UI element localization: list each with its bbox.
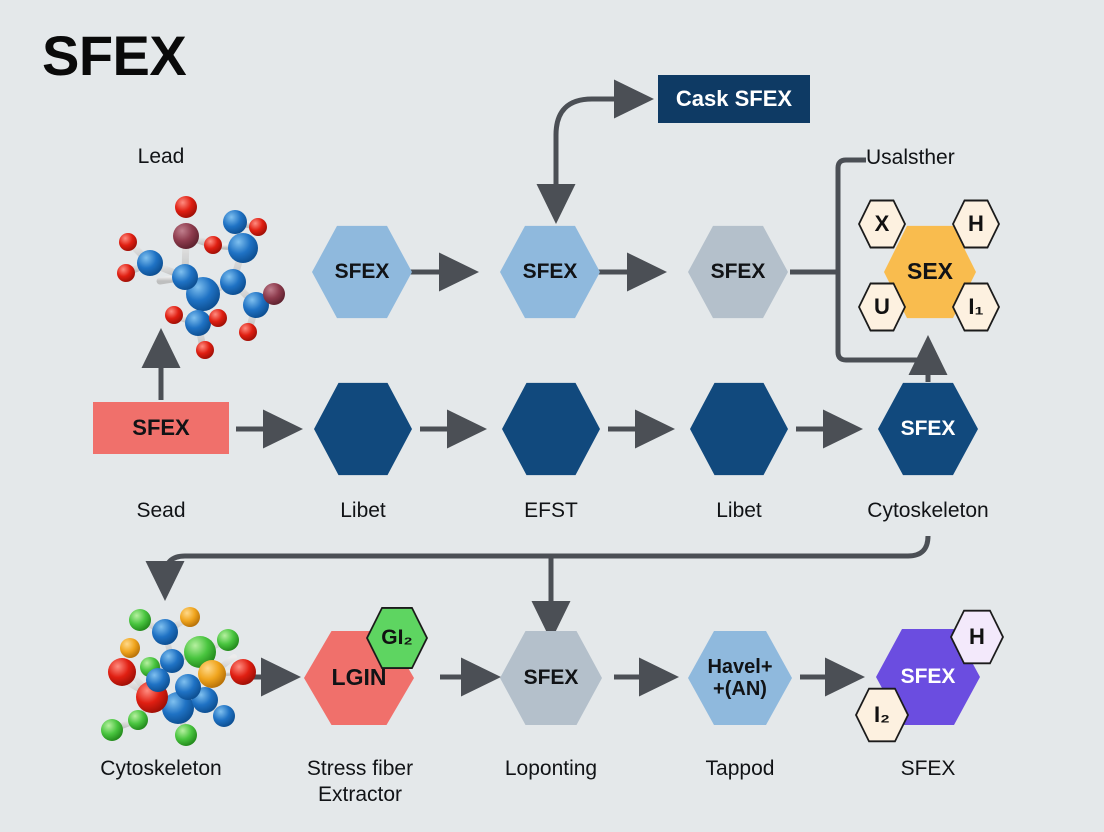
purple-sfex-hex-label: SFEX (900, 665, 956, 689)
sex-satellite-x-label: X (874, 211, 890, 236)
bottom-molecule-sub-label: Cytoskeleton (100, 757, 222, 780)
cask-sfex-label: Cask SFEX (675, 86, 793, 111)
top-hex-2-label: SFEX (522, 260, 578, 284)
efst-hex[interactable] (502, 382, 600, 476)
lead-label: Lead (137, 145, 185, 168)
tappod-hex-sub-label: Tappod (705, 757, 775, 780)
i2-badge-label: I₂ (874, 702, 890, 727)
usalsther-label: Usalsther (866, 146, 955, 169)
efst-hex-sub-label: EFST (524, 499, 578, 522)
loponting-hex-sub-label: Loponting (504, 757, 598, 780)
sead-sub-label: Sead (136, 499, 186, 522)
h-badge-label: H (969, 624, 985, 649)
cytoskeleton-molecule-graphic (101, 607, 256, 746)
libet-hex-2-sub-label: Libet (716, 499, 762, 522)
sead-node-label: SFEX (132, 415, 190, 440)
tappod-hex[interactable]: Havel+ +(AN) (688, 630, 792, 726)
loponting-hex-label: SFEX (523, 666, 579, 690)
lead-molecule-graphic (117, 196, 285, 359)
sex-satellite-u-label: U (874, 294, 890, 319)
libet-hex-1-sub-label: Libet (340, 499, 386, 522)
top-hex-1-label: SFEX (334, 260, 390, 284)
cytoskeleton-hex[interactable]: SFEX (878, 382, 978, 476)
libet-hex-2[interactable] (690, 382, 788, 476)
purple-sfex-sub-label: SFEX (900, 757, 956, 780)
cask-sfex-box[interactable]: Cask SFEX (658, 75, 810, 123)
sex-satellite-h-label: H (968, 211, 984, 236)
cytoskeleton-hex-label: SFEX (900, 417, 956, 441)
sead-node[interactable]: SFEX (93, 402, 229, 454)
top-hex-3[interactable]: SFEX (688, 225, 788, 319)
sex-hex-label: SEX (906, 258, 954, 285)
sex-satellite-x[interactable]: X (858, 199, 906, 249)
top-hex-1[interactable]: SFEX (312, 225, 412, 319)
page-title: SFEX (42, 24, 187, 87)
lgin-hex-sub-label: Stress fiber Extractor (306, 757, 414, 807)
top-hex-3-label: SFEX (710, 260, 766, 284)
top-hex-2[interactable]: SFEX (500, 225, 600, 319)
sex-satellite-i1-label: I₁ (968, 294, 984, 319)
tappod-hex-label: Havel+ +(AN) (707, 656, 773, 700)
lgin-hex-label: LGIN (331, 664, 387, 691)
gi2-badge-hex[interactable]: GI₂ (366, 606, 428, 670)
gi2-badge-label: GI₂ (381, 626, 413, 649)
cytoskeleton-hex-sub-label: Cytoskeleton (867, 499, 989, 522)
loponting-hex[interactable]: SFEX (500, 630, 602, 726)
libet-hex-1[interactable] (314, 382, 412, 476)
